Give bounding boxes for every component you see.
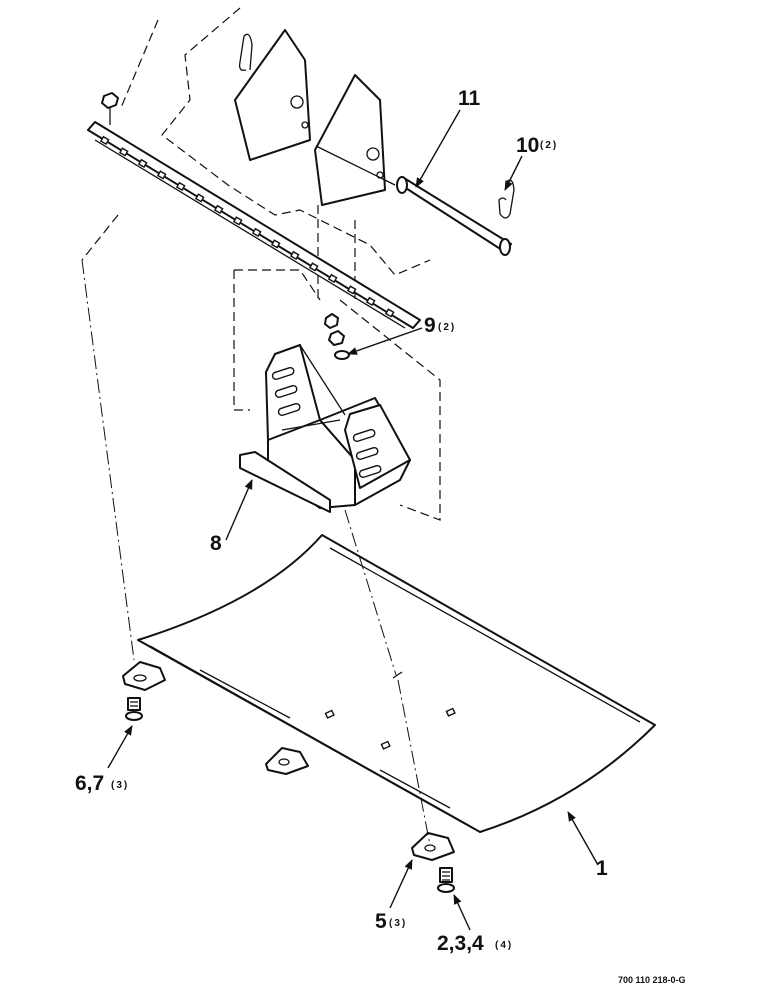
leader-lines	[107, 109, 599, 931]
svg-text:(4): (4)	[495, 940, 513, 951]
svg-text:(2): (2)	[540, 140, 558, 151]
svg-text:5: 5	[375, 910, 387, 933]
bar-slot	[213, 204, 224, 215]
slotted-frame-bar	[87, 121, 421, 329]
callout-5: 5 (3)	[375, 910, 407, 933]
bar-slot	[156, 170, 167, 180]
bar-slot	[308, 262, 319, 272]
adjustment-slot	[277, 402, 301, 416]
mounting-plate-left	[234, 29, 311, 161]
svg-text:(3): (3)	[111, 780, 129, 791]
bar-slot	[232, 216, 243, 226]
mounting-plate-right	[314, 74, 386, 206]
bar-slot	[251, 227, 262, 238]
adjustment-slot	[352, 428, 376, 442]
svg-text:11: 11	[458, 87, 481, 110]
callout-1: 1	[596, 857, 608, 880]
callout-11: 11	[458, 87, 481, 110]
adjustment-slot	[274, 384, 298, 398]
nut-washer-part-9	[324, 313, 350, 360]
bar-slot	[346, 285, 357, 295]
bar-slot	[194, 193, 205, 203]
bar-slot	[175, 181, 186, 192]
bar-slot	[384, 308, 395, 318]
callout-2-3-4: 2,3,4 (4)	[437, 932, 513, 955]
callout-9: 9 (2)	[424, 314, 456, 337]
svg-text:1: 1	[596, 857, 608, 880]
svg-text:6,7: 6,7	[75, 772, 104, 795]
svg-text:(3): (3)	[389, 918, 407, 929]
bar-slot	[365, 296, 376, 307]
figure-reference-number: 700 110 218-0-G	[618, 975, 686, 985]
bolt-right-part-2	[437, 867, 455, 893]
callout-10: 10 (2)	[516, 134, 558, 157]
bolt-left-part-6	[125, 697, 143, 721]
callout-8: 8	[210, 532, 222, 555]
hair-pin-left	[238, 33, 253, 71]
skid-plate-part-1	[137, 534, 656, 833]
adjustment-slot	[271, 366, 295, 380]
adjustment-slot	[358, 464, 382, 478]
pin-part-11	[315, 145, 512, 256]
assembly-lines	[81, 259, 431, 846]
clip-front-left	[122, 661, 166, 691]
clip-rear-part-5	[411, 832, 455, 861]
bar-slot	[289, 250, 300, 261]
svg-text:10: 10	[516, 134, 539, 157]
svg-text:9: 9	[424, 314, 436, 337]
lock-nut-top	[101, 92, 119, 125]
bar-slot	[327, 273, 338, 284]
svg-text:8: 8	[210, 532, 222, 555]
bar-slot	[270, 239, 281, 249]
bar-slot	[118, 147, 129, 157]
svg-text:(2): (2)	[438, 322, 456, 333]
bar-slot	[99, 135, 110, 146]
svg-text:2,3,4: 2,3,4	[437, 932, 484, 955]
callout-6-7: 6,7 (3)	[75, 772, 129, 795]
bar-slot	[137, 158, 148, 169]
header-frame-phantom	[81, 7, 441, 521]
clip-middle	[265, 747, 309, 775]
adjustable-shoe-bracket-part-8	[239, 344, 411, 513]
adjustment-slot	[355, 446, 379, 460]
